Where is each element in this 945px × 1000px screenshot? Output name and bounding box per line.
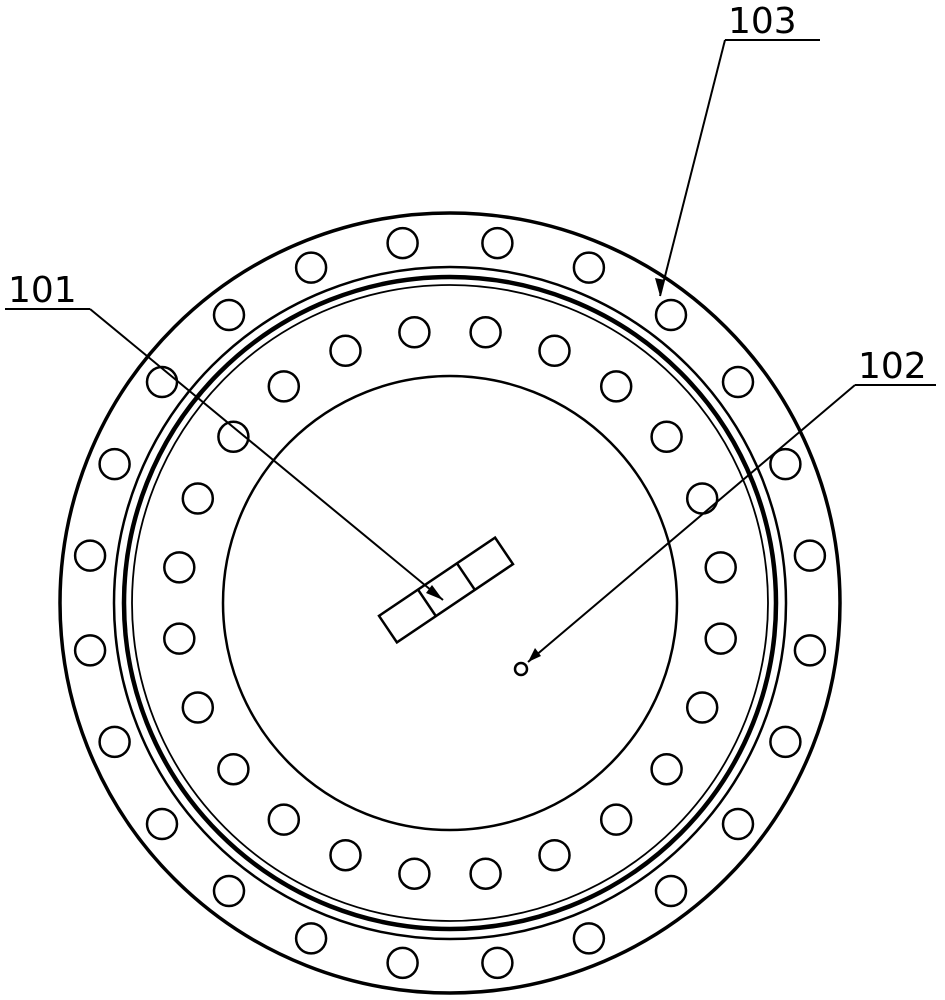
label-101: 101 — [8, 270, 77, 311]
label-102: 102 — [858, 346, 927, 387]
label-103: 103 — [728, 1, 797, 42]
